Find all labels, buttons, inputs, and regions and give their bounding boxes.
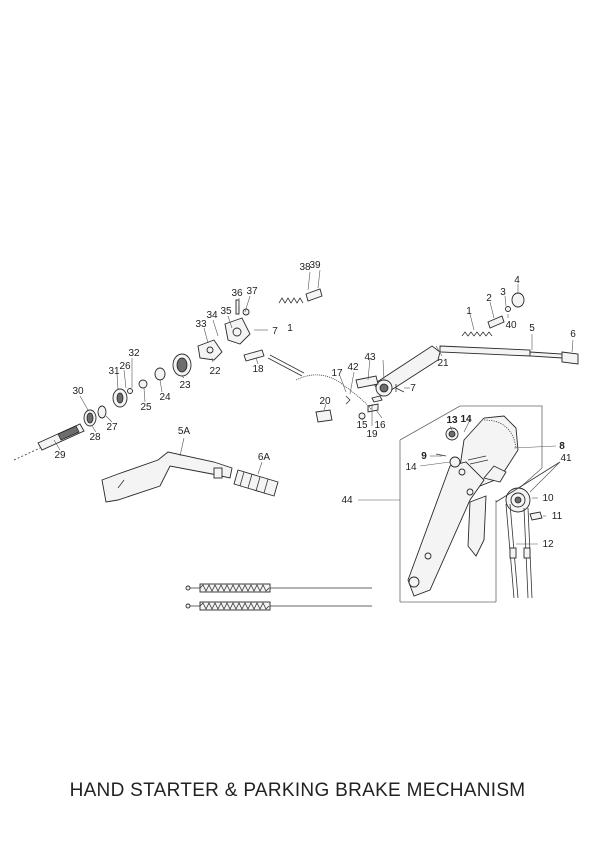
inset-leaders: [358, 419, 561, 545]
callout-39: 39: [309, 260, 321, 271]
callout-7-right: 7: [410, 383, 416, 394]
callout-17: 17: [331, 368, 343, 379]
callout-2: 2: [486, 293, 492, 304]
parking-brake-inset: [399, 405, 561, 603]
callout-8: 8: [559, 441, 565, 452]
callout-9: 9: [421, 451, 427, 462]
callout-7-left: 7: [272, 326, 278, 337]
callout-16: 16: [374, 420, 386, 431]
callout-31: 31: [108, 366, 120, 377]
callout-13: 13: [446, 415, 458, 426]
callout-1-right: 1: [466, 306, 472, 317]
upper-left-leaders: [53, 269, 321, 451]
callout-22: 22: [209, 366, 221, 377]
callout-35: 35: [220, 306, 232, 317]
callout-23: 23: [179, 380, 191, 391]
callout-14-top: 14: [460, 414, 472, 425]
callout-29: 29: [54, 450, 66, 461]
callout-30: 30: [72, 386, 84, 397]
callout-12: 12: [542, 539, 554, 550]
cable-assemblies: [185, 583, 372, 611]
callout-42: 42: [347, 362, 359, 373]
callout-40: 40: [505, 320, 517, 331]
callout-44: 44: [341, 495, 353, 506]
callout-18: 18: [252, 364, 264, 375]
callout-3: 3: [500, 287, 506, 298]
callout-14-bottom: 14: [405, 462, 417, 473]
callout-32: 32: [128, 348, 140, 359]
callout-36: 36: [231, 288, 243, 299]
callout-37: 37: [246, 286, 258, 297]
callout-15: 15: [356, 420, 368, 431]
callout-20: 20: [319, 396, 331, 407]
callout-26: 26: [119, 361, 131, 372]
callout-6: 6: [570, 329, 576, 340]
callout-19: 19: [366, 429, 378, 440]
callout-27: 27: [106, 422, 118, 433]
callout-1-left: 1: [287, 323, 293, 334]
page-title: HAND STARTER & PARKING BRAKE MECHANISM: [69, 780, 526, 801]
callout-5: 5: [529, 323, 535, 334]
right-upper-leaders: [323, 284, 574, 426]
callout-28: 28: [89, 432, 101, 443]
callout-4: 4: [514, 275, 520, 286]
callout-43: 43: [364, 352, 376, 363]
callout-labels: 39 38 36 37 35 34 33 1 7 22 18 32 31 26 …: [54, 260, 576, 550]
callout-5A: 5A: [178, 426, 191, 437]
callout-33: 33: [195, 319, 207, 330]
callout-11: 11: [552, 511, 563, 522]
callout-25: 25: [140, 402, 152, 413]
callout-10: 10: [542, 493, 554, 504]
callout-21-lower: 21: [437, 358, 449, 369]
callout-6A: 6A: [258, 452, 271, 463]
starter-shaft-assembly: [13, 288, 323, 461]
hand-lever-assembly: [101, 437, 279, 503]
callout-24: 24: [159, 392, 171, 403]
callout-38: 38: [299, 262, 311, 273]
parking-shaft-assembly: [295, 292, 579, 423]
callout-34: 34: [206, 310, 218, 321]
callout-41: 41: [560, 453, 572, 464]
